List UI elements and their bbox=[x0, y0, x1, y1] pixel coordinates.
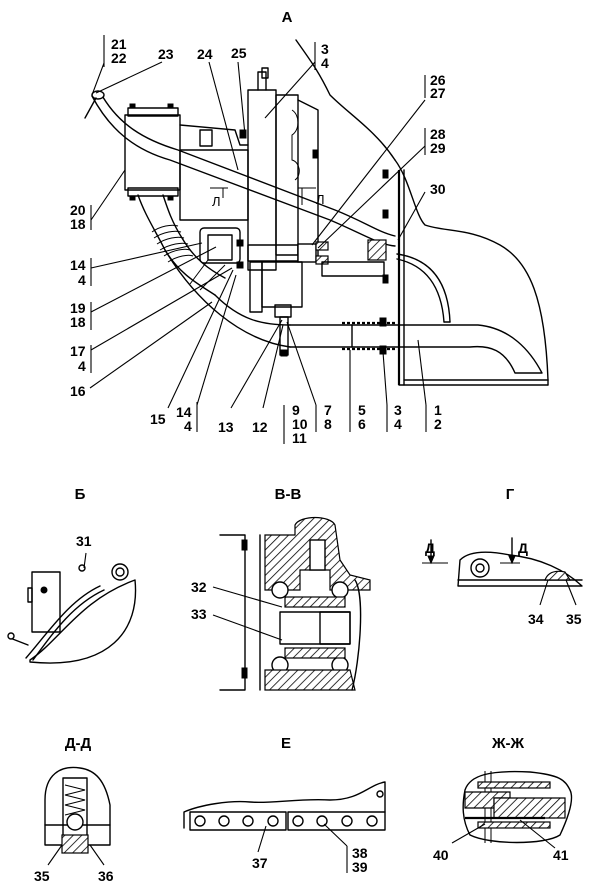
section-dd-title: Д-Д bbox=[65, 735, 92, 752]
section-vv-title: В-В bbox=[275, 486, 302, 503]
view-b: Б 31 bbox=[7, 486, 137, 664]
callout-3-top: 3 bbox=[321, 41, 329, 57]
section-marks-l: Л Л bbox=[210, 187, 325, 209]
callout-22: 22 bbox=[111, 50, 127, 66]
bellows bbox=[342, 317, 395, 355]
callout-8: 8 bbox=[324, 416, 332, 432]
callout-41: 41 bbox=[553, 847, 569, 863]
callout-34: 34 bbox=[528, 611, 544, 627]
callout-36: 36 bbox=[98, 868, 114, 884]
callout-40: 40 bbox=[433, 847, 449, 863]
callout-39: 39 bbox=[352, 859, 368, 875]
callout-17: 17 bbox=[70, 343, 86, 359]
svg-text:Д: Д bbox=[425, 540, 435, 556]
callout-31: 31 bbox=[76, 533, 92, 549]
callout-1: 1 bbox=[434, 402, 442, 418]
callout-19: 19 bbox=[70, 300, 86, 316]
callout-10: 10 bbox=[292, 416, 308, 432]
callout-14-bottom: 14 bbox=[176, 404, 192, 420]
main-view: А bbox=[70, 9, 549, 446]
view-g-title: Г bbox=[506, 486, 515, 503]
callout-35-dd: 35 bbox=[34, 868, 50, 884]
view-b-title: Б bbox=[75, 486, 86, 503]
callout-2: 2 bbox=[434, 416, 442, 432]
view-e-title: Е bbox=[281, 735, 291, 752]
callout-11: 11 bbox=[292, 430, 307, 446]
shaft-assembly bbox=[247, 239, 387, 357]
callout-35-g: 35 bbox=[566, 611, 582, 627]
callout-labels: 21 22 23 24 25 3 4 26 27 28 29 30 20 18 … bbox=[70, 36, 446, 446]
view-g: Г Д Д 34 35 bbox=[422, 486, 583, 627]
callout-6: 6 bbox=[358, 416, 366, 432]
callout-9: 9 bbox=[292, 402, 300, 418]
callout-15: 15 bbox=[150, 411, 166, 427]
callout-4-top: 4 bbox=[321, 55, 329, 71]
callout-5: 5 bbox=[358, 402, 366, 418]
callout-3-bottom: 3 bbox=[394, 402, 402, 418]
callout-4-bottom: 4 bbox=[184, 418, 192, 434]
callout-29: 29 bbox=[430, 140, 446, 156]
callout-23: 23 bbox=[158, 46, 174, 62]
callout-18b: 18 bbox=[70, 314, 86, 330]
section-dd: Д-Д 35 36 bbox=[34, 735, 114, 884]
callout-32: 32 bbox=[191, 579, 207, 595]
callout-28: 28 bbox=[430, 126, 446, 142]
main-view-title: А bbox=[282, 9, 293, 26]
callout-12: 12 bbox=[252, 419, 268, 435]
svg-text:Д: Д bbox=[518, 540, 528, 556]
section-zhzh: Ж-Ж 40 41 bbox=[433, 735, 573, 863]
intake-box bbox=[124, 103, 249, 221]
lower-arcs bbox=[164, 249, 291, 348]
section-zhzh-title: Ж-Ж bbox=[491, 735, 525, 752]
bolt-row bbox=[194, 815, 378, 827]
callout-20: 20 bbox=[70, 202, 86, 218]
right-panel bbox=[289, 39, 549, 386]
callout-24: 24 bbox=[197, 46, 213, 62]
svg-text:Л: Л bbox=[316, 192, 325, 207]
section-vv: В-В 32 33 bbox=[191, 486, 371, 691]
view-e: Е 37 38 39 bbox=[183, 735, 386, 875]
callout-30: 30 bbox=[430, 181, 446, 197]
svg-text:Л: Л bbox=[212, 194, 221, 209]
diagonal-pipe bbox=[84, 90, 396, 247]
callout-4-left: 4 bbox=[78, 272, 86, 288]
callout-21: 21 bbox=[111, 36, 127, 52]
filter-pot bbox=[199, 227, 244, 269]
callout-18a: 18 bbox=[70, 216, 86, 232]
callout-4-mid: 4 bbox=[78, 358, 86, 374]
callout-7: 7 bbox=[324, 402, 332, 418]
callout-13: 13 bbox=[218, 419, 234, 435]
callout-4-bottom2: 4 bbox=[394, 416, 402, 432]
callout-14-left: 14 bbox=[70, 257, 86, 273]
callout-33: 33 bbox=[191, 606, 207, 622]
leader-lines bbox=[89, 35, 427, 444]
callout-38: 38 bbox=[352, 845, 368, 861]
callout-26: 26 bbox=[430, 72, 446, 88]
callout-27: 27 bbox=[430, 85, 446, 101]
callout-16: 16 bbox=[70, 383, 86, 399]
callout-25: 25 bbox=[231, 45, 247, 61]
callout-37: 37 bbox=[252, 855, 268, 871]
